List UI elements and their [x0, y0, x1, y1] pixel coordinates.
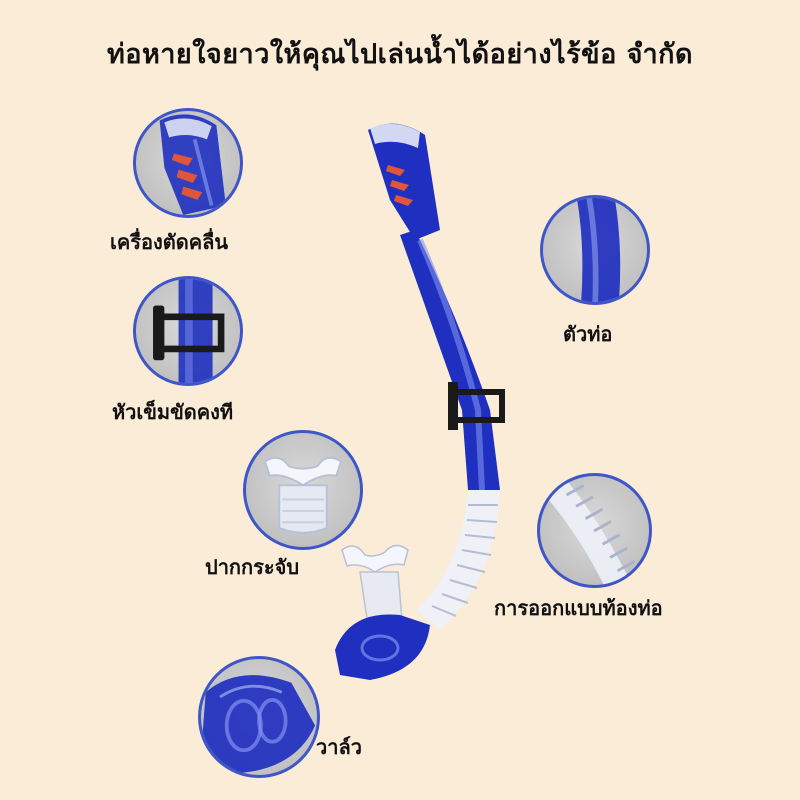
snorkel-top-icon	[159, 114, 226, 215]
mouthpiece-label: ปากกระจับ	[205, 555, 300, 579]
snorkel-product-image	[335, 123, 505, 680]
corrugated-hose-part-icon	[416, 490, 500, 630]
purge-valve-part-icon	[335, 614, 430, 680]
bottom-design-circle	[537, 473, 652, 588]
mouthpiece-part-icon	[341, 544, 409, 573]
valve-label: วาล์ว	[316, 735, 362, 759]
clip-circle	[133, 276, 243, 386]
splash-guard-label: เครื่องตัดคลื่น	[110, 230, 229, 254]
tube-icon	[576, 198, 621, 302]
corrugated-hose-icon	[540, 476, 636, 585]
splash-guard-circle	[133, 108, 243, 218]
headline: ท่อหายใจยาวให้คุณไปเล่นน้ำได้อย่างไร้ข้อ…	[106, 39, 694, 70]
valve-circle	[198, 656, 320, 778]
splash-guard-top-icon	[368, 123, 440, 240]
clip-label: หัวเข็มขัดคงที	[112, 400, 234, 424]
clip-icon	[153, 279, 225, 383]
tube-label: ตัวท่อ	[563, 322, 613, 346]
bottom-design-label: การออกแบบท้องท่อ	[494, 596, 663, 620]
clip-part-icon	[448, 382, 458, 430]
mouthpiece-icon	[263, 456, 343, 534]
mouthpiece-circle	[243, 430, 363, 550]
purge-valve-icon	[201, 675, 316, 774]
tube-circle	[540, 195, 650, 305]
